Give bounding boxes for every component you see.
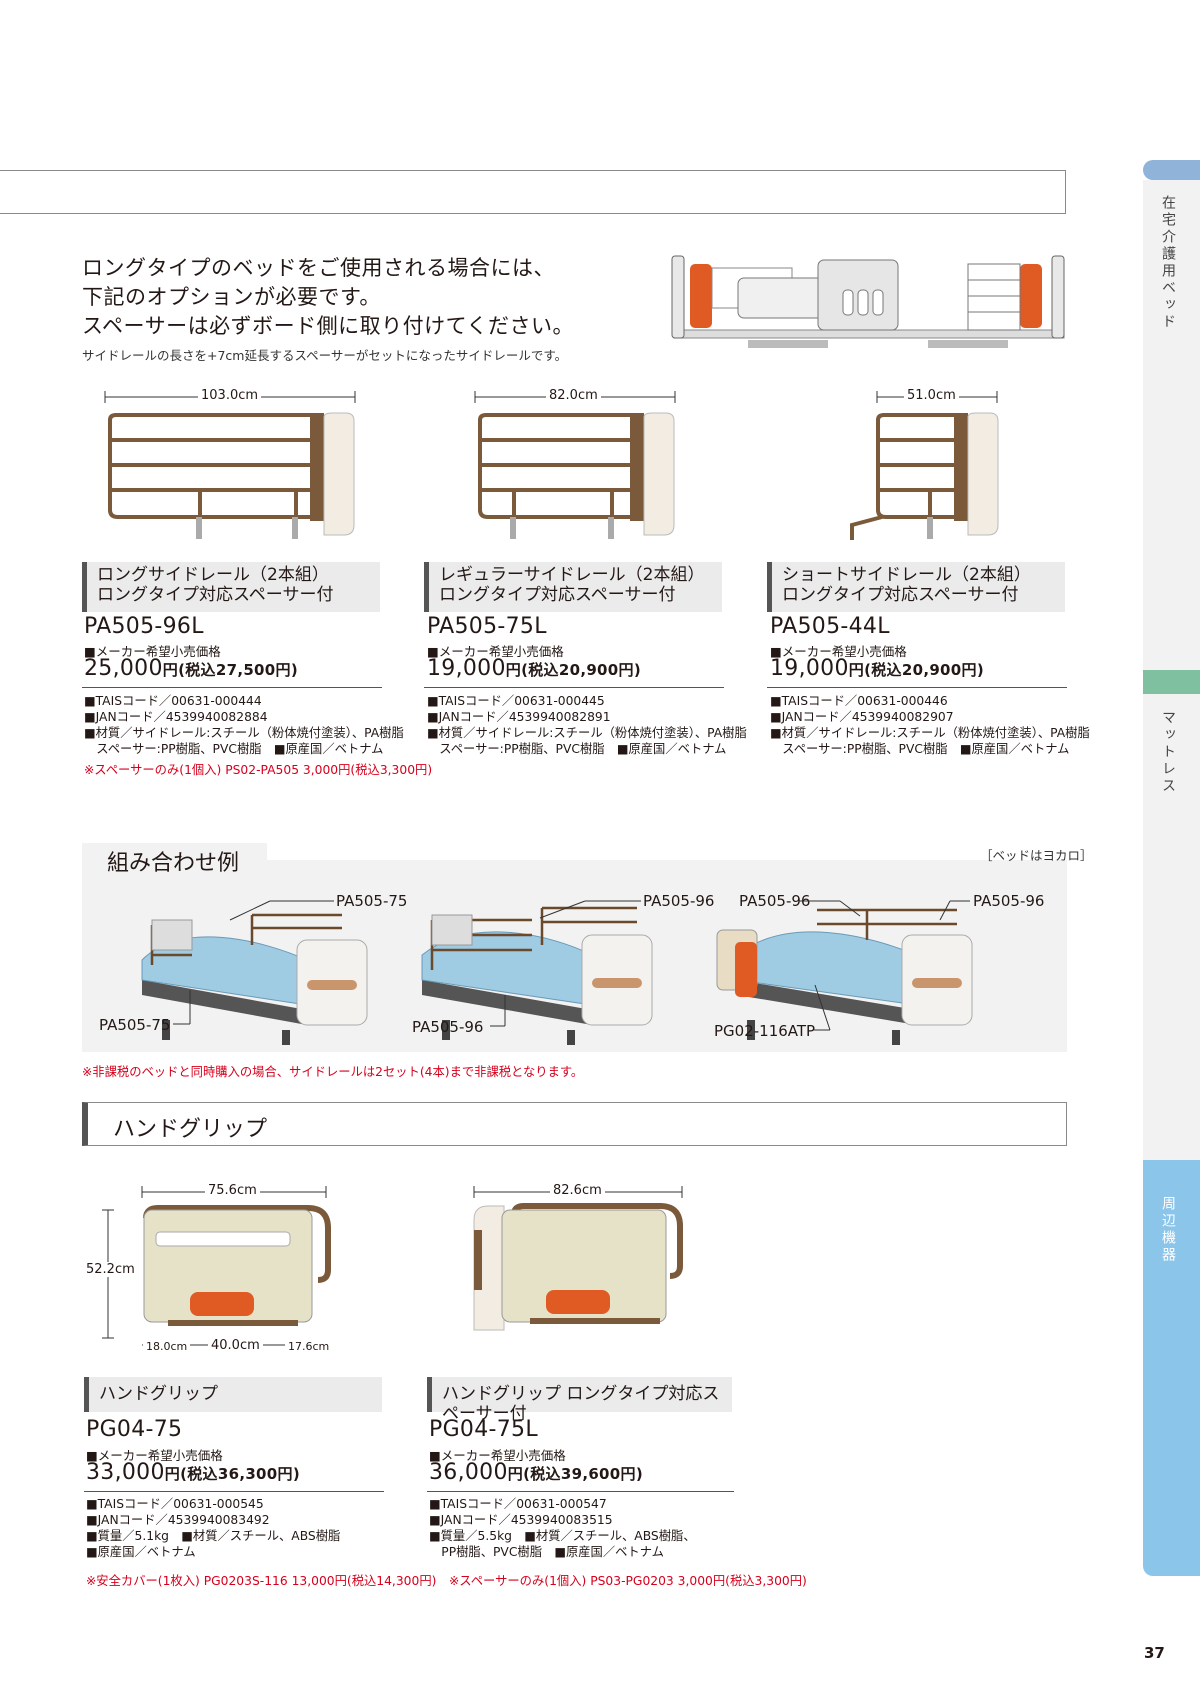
handgrip-2-price-label: ■メーカー希望小売価格 [429,1448,566,1463]
handgrip-1-dim-a: 18.0cm [143,1340,191,1353]
siderail-2-price: 19,000円(税込20,900円) [427,656,641,681]
handgrip-image [102,1186,331,1346]
siderail-3-price-label: ■メーカー希望小売価格 [770,644,907,659]
short-siderail-image [850,391,999,540]
combo-title: 組み合わせ例 [107,851,240,876]
intro-text: ロングタイプのベッドをご使用される場合には、 下記のオプションが必要です。 スペ… [82,254,662,341]
tab-mattress-body [1143,694,1200,1160]
tab-peripherals[interactable] [1143,1160,1200,1576]
combo-label-2: PA505-75 [99,1016,171,1034]
combo-label-4: PA505-96 [412,1018,484,1036]
handgrip-1-name: ハンドグリップ [84,1377,382,1412]
combo-title-box: 組み合わせ例 [82,843,267,876]
siderail-1-width: 103.0cm [198,388,262,403]
handgrip-1-specs: ■TAISコード／00631-000545 ■JANコード／4539940083… [86,1497,341,1559]
handgrip-spacer-image [473,1186,683,1331]
siderail-2-specs: ■TAISコード／00631-000445 ■JANコード／4539940082… [427,694,747,756]
bed-spacer-diagram [671,255,1065,348]
spacer-note: ※スペーサーのみ(1個入) PS02-PA505 3,000円(税込3,300円… [84,763,433,777]
siderail-2-name: レギュラーサイドレール（2本組） ロングタイプ対応スペーサー付 [424,562,722,612]
handgrip-1-price-label: ■メーカー希望小売価格 [86,1448,223,1463]
siderail-1-model: PA505-96L [84,614,204,639]
long-siderail-image [104,391,356,539]
page-number: 37 [1144,1644,1165,1662]
handgrip-section-title: ハンドグリップ [113,1117,268,1142]
handgrip-1-dim-c: 17.6cm [285,1340,333,1353]
tab-care-bed[interactable] [1143,160,1200,180]
intro-sub: サイドレールの長さを+7cm延長するスペーサーがセットになったサイドレールです。 [82,348,568,363]
combo-footnote: ※非課税のベッドと同時購入の場合、サイドレールは2セット(4本)まで非課税となり… [82,1065,584,1079]
intro-line3: スペーサーは必ずボード側に取り付けてください。 [82,314,574,338]
siderail-1-rule [82,687,382,688]
combo-label-1: PA505-75 [336,892,408,910]
handgrip-1-width: 75.6cm [205,1183,260,1198]
handgrip-2-note: ※スペーサーのみ(1個入) PS03-PG0203 3,000円(税込3,300… [449,1574,807,1588]
siderail-2-width: 82.0cm [546,388,601,403]
combo-label-3: PA505-96 [643,892,715,910]
siderail-3-rule [767,687,1067,688]
siderail-3-name: ショートサイドレール（2本組） ロングタイプ対応スペーサー付 [767,562,1065,612]
handgrip-2-name: ハンドグリップ ロングタイプ対応スペーサー付 [427,1377,732,1424]
siderail-3-price: 19,000円(税込20,900円) [770,656,984,681]
combo-leader-lines [173,900,970,1031]
regular-siderail-image [474,391,676,539]
intro-line1: ロングタイプのベッドをご使用される場合には、 [82,256,555,280]
combo-bed-note: ［ベッドはヨカロ］ [980,848,1093,863]
handgrip-2-specs: ■TAISコード／00631-000547 ■JANコード／4539940083… [429,1497,696,1559]
siderail-2-price-label: ■メーカー希望小売価格 [427,644,564,659]
siderail-1-price-label: ■メーカー希望小売価格 [84,644,221,659]
handgrip-2-model: PG04-75L [429,1417,538,1442]
tab-peripherals-label: 周辺機器 [1160,1196,1176,1264]
tab-care-bed-body [1143,180,1200,670]
intro-line2: 下記のオプションが必要です。 [82,285,381,309]
siderail-3-specs: ■TAISコード／00631-000446 ■JANコード／4539940082… [770,694,1090,756]
siderail-1-price: 25,000円(税込27,500円) [84,656,298,681]
combo-label-6: PA505-96 [973,892,1045,910]
handgrip-section-box: ハンドグリップ [82,1102,1067,1146]
handgrip-2-rule [427,1491,734,1492]
siderail-3-model: PA505-44L [770,614,890,639]
handgrip-1-rule [84,1491,384,1492]
combo-bed-images [141,906,973,1045]
handgrip-1-dim-b: 40.0cm [208,1338,263,1353]
siderail-2-model: PA505-75L [427,614,547,639]
handgrip-1-note: ※安全カバー(1枚入) PG0203S-116 13,000円(税込14,300… [86,1574,437,1588]
siderail-2-rule [424,687,724,688]
tab-mattress-label: マットレス [1160,710,1176,795]
combo-label-7: PG02-116ATP [714,1022,816,1040]
siderail-1-name: ロングサイドレール（2本組） ロングタイプ対応スペーサー付 [82,562,380,612]
handgrip-2-width: 82.6cm [550,1183,605,1198]
siderail-3-width: 51.0cm [904,388,959,403]
top-section-box [0,170,1066,214]
handgrip-2-price: 36,000円(税込39,600円) [429,1460,643,1485]
siderail-1-specs: ■TAISコード／00631-000444 ■JANコード／4539940082… [84,694,404,756]
tab-mattress[interactable] [1143,670,1200,694]
handgrip-1-model: PG04-75 [86,1417,183,1442]
tab-care-bed-label: 在宅介護用ベッド [1160,195,1176,331]
handgrip-1-price: 33,000円(税込36,300円) [86,1460,300,1485]
combo-label-5: PA505-96 [739,892,811,910]
handgrip-1-height: 52.2cm [83,1262,138,1277]
